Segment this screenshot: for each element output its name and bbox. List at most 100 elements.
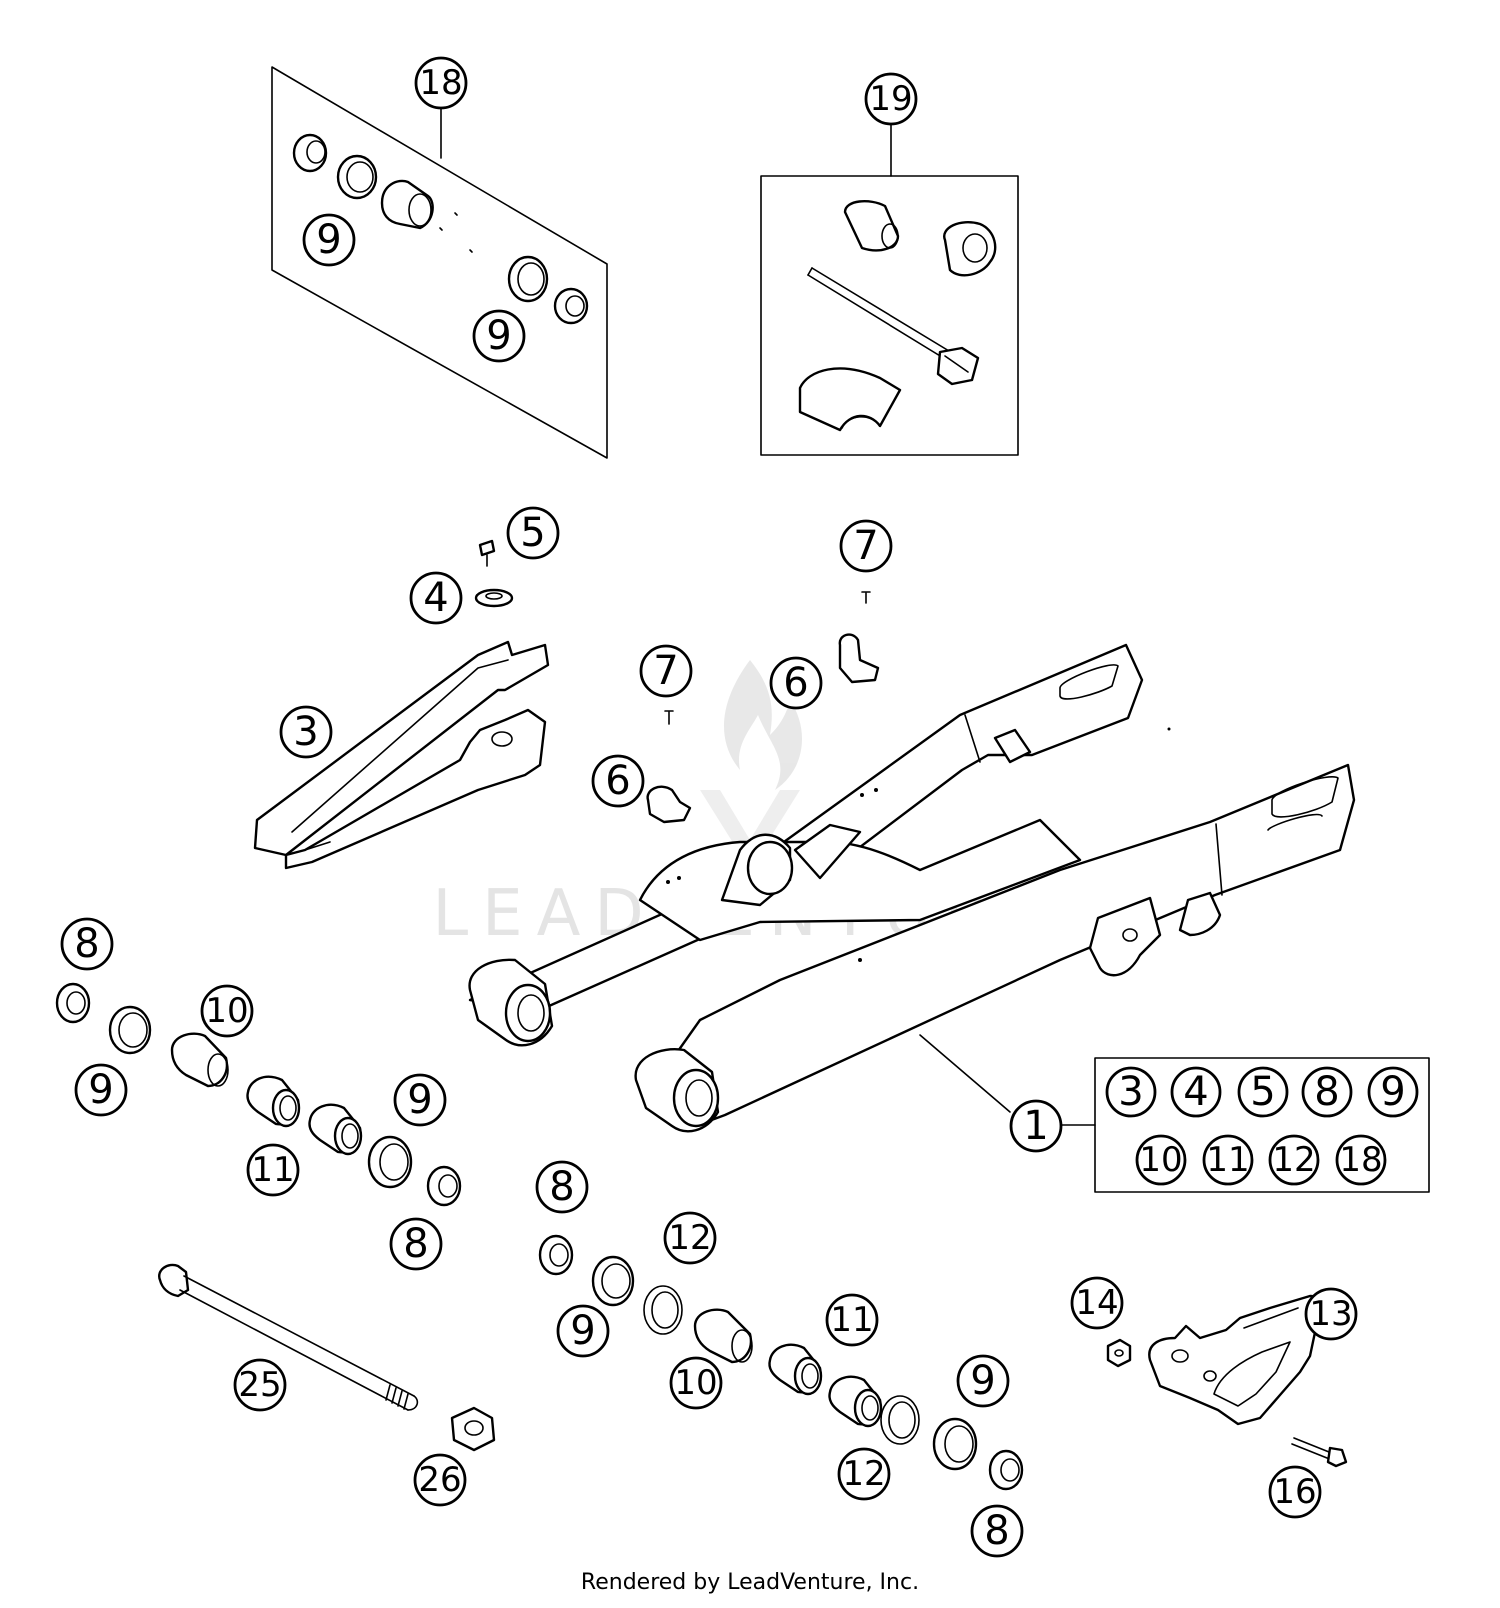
kit-callout-4: 4 <box>1170 1066 1222 1118</box>
seal-ring-9c <box>108 1005 152 1055</box>
watermark-flame-icon <box>700 660 802 870</box>
sleeve-10b <box>693 1308 753 1364</box>
callout-9-label: 9 <box>486 313 511 359</box>
callout-16: 16 <box>1268 1465 1322 1519</box>
kit-callout-5: 5 <box>1237 1066 1289 1118</box>
callout-19-label: 19 <box>869 79 912 119</box>
callout-7-label: 7 <box>653 648 678 694</box>
callout-18-label: 18 <box>419 63 462 103</box>
kit-19-bolt <box>807 267 980 386</box>
callout-12-label: 12 <box>668 1218 711 1258</box>
seal-cap-8b <box>426 1165 462 1207</box>
kit-19-spacer <box>843 200 900 252</box>
seal-cap-8a <box>55 982 91 1024</box>
callout-9-left-a: 9 <box>74 1063 128 1117</box>
kit-callout-11: 11 <box>1202 1134 1254 1186</box>
sleeve-10a <box>170 1032 229 1088</box>
callout-3-label: 3 <box>293 709 318 755</box>
callout-9-label: 9 <box>570 1308 595 1354</box>
callout-14: 14 <box>1070 1276 1124 1330</box>
needle-bearing-11a-2 <box>308 1103 363 1156</box>
kit-item-label: 11 <box>1206 1140 1249 1180</box>
chain-slider <box>253 640 550 870</box>
callout-5-label: 5 <box>520 510 545 556</box>
callout-9-label: 9 <box>316 217 341 263</box>
kit-item-label: 8 <box>1314 1069 1339 1115</box>
kit-item-label: 4 <box>1183 1069 1208 1115</box>
kit-callout-3: 3 <box>1105 1066 1157 1118</box>
kit-19-panel <box>760 116 1019 456</box>
chain-guide <box>1148 1294 1324 1426</box>
callout-8-left-top: 8 <box>60 917 114 971</box>
callout-5: 5 <box>506 506 560 560</box>
callout-19: 19 <box>864 72 918 126</box>
callout-8-label: 8 <box>403 1221 428 1267</box>
callout-7-label: 7 <box>853 523 878 569</box>
callout-10-label: 10 <box>205 991 248 1031</box>
pivot-nut <box>450 1406 496 1452</box>
seal-ring-9f <box>932 1417 978 1471</box>
seal-ring-9d <box>367 1135 413 1189</box>
kit-18-sleeve <box>380 179 434 230</box>
callout-9-label: 9 <box>88 1067 113 1113</box>
kit-item-label: 5 <box>1250 1069 1275 1115</box>
swingarm-pivot-left <box>468 958 554 1047</box>
callout-1-label: 1 <box>1023 1103 1048 1149</box>
kit-contents-box <box>1094 1057 1430 1193</box>
kit-18-bushing-small <box>292 133 328 173</box>
brake-line-clip-upper <box>838 591 880 684</box>
callout-9-kit18-b: 9 <box>472 309 526 363</box>
kit-item-label: 9 <box>1380 1069 1405 1115</box>
seal-cap-8c <box>538 1234 574 1276</box>
kit-item-label: 3 <box>1118 1069 1143 1115</box>
callout-4-label: 4 <box>423 575 448 621</box>
callout-11-left: 11 <box>246 1143 300 1197</box>
callout-26: 26 <box>413 1453 467 1507</box>
callout-7-lower: 7 <box>639 644 693 698</box>
callout-9-right-a: 9 <box>556 1304 610 1358</box>
callout-8-right-top: 8 <box>535 1160 589 1214</box>
callout-9-right-b: 9 <box>956 1354 1010 1408</box>
callout-26-label: 26 <box>418 1460 461 1500</box>
kit-19-half-shell <box>798 367 902 432</box>
kit-item-label: 18 <box>1339 1140 1382 1180</box>
callout-10-left: 10 <box>200 984 254 1038</box>
callout-7-upper: 7 <box>839 519 893 573</box>
callout-11-right: 11 <box>825 1293 879 1347</box>
kit-callout-9: 9 <box>1367 1066 1419 1118</box>
left-pivot-parts <box>55 982 462 1207</box>
callout-6-upper: 6 <box>769 656 823 710</box>
needle-bearing-11b <box>768 1343 823 1396</box>
kit-callout-18: 18 <box>1335 1134 1387 1186</box>
callout-13: 13 <box>1304 1287 1358 1341</box>
callout-8-left-bottom: 8 <box>389 1217 443 1271</box>
callout-4: 4 <box>409 571 463 625</box>
callout-13-label: 13 <box>1309 1294 1352 1334</box>
callout-12-label: 12 <box>842 1454 885 1494</box>
callout-14-label: 14 <box>1075 1283 1118 1323</box>
needle-bearing-11b-2 <box>828 1375 883 1428</box>
callout-10-label: 10 <box>674 1363 717 1403</box>
callout-6-label: 6 <box>783 660 808 706</box>
chain-guide-nut <box>1106 1338 1132 1368</box>
slider-screw <box>478 539 496 567</box>
callout-10-right: 10 <box>669 1356 723 1410</box>
kit-callout-12: 12 <box>1268 1134 1320 1186</box>
callout-9-label: 9 <box>407 1077 432 1123</box>
brake-line-clip-lower <box>646 710 692 824</box>
swingarm <box>468 643 1356 1133</box>
footer-credit: Rendered by LeadVenture, Inc. <box>580 1570 920 1595</box>
callout-8-right-bottom: 8 <box>970 1504 1024 1558</box>
callout-6-lower: 6 <box>591 754 645 808</box>
slider-washer <box>474 588 514 608</box>
callout-8-label: 8 <box>74 921 99 967</box>
chain-guide-screw <box>1291 1437 1348 1468</box>
kit-18-seal-ring-b <box>507 255 549 303</box>
callout-12-right-top: 12 <box>663 1211 717 1265</box>
callout-9-left-b: 9 <box>393 1073 447 1127</box>
callout-12-right-bottom: 12 <box>837 1447 891 1501</box>
callout-1-leader <box>919 1034 1011 1113</box>
callout-8-label: 8 <box>549 1164 574 1210</box>
shim-12a <box>643 1285 683 1335</box>
